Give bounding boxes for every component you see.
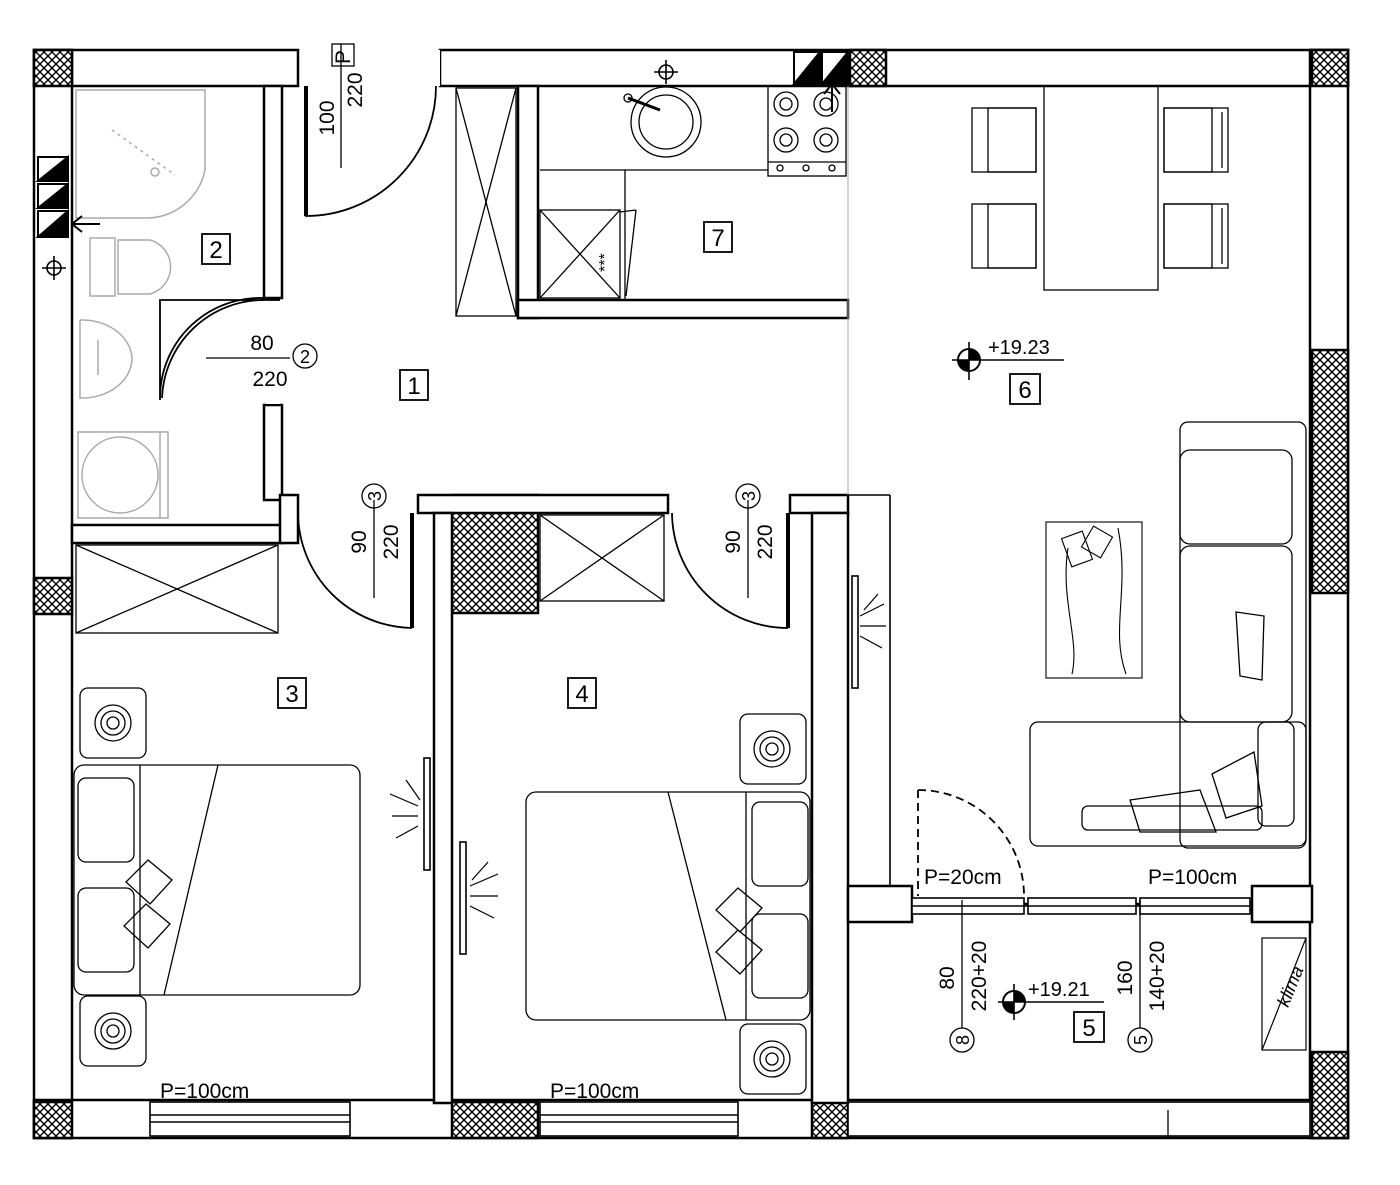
door-swings [159, 85, 1025, 897]
bed3-door-width: 90 [348, 530, 371, 553]
elevation-marker-icon [998, 984, 1104, 1020]
balcony-left-width: 80 [936, 966, 959, 989]
sofa [1029, 421, 1307, 849]
dining-set [971, 85, 1229, 291]
bath-door-width: 80 [250, 332, 273, 355]
entry-door-dimension: P 100 220 [316, 43, 367, 168]
balcony-dimension-lines [961, 900, 1169, 1138]
balcony-door-sill: P=20cm [924, 866, 1002, 889]
living-window-sill: P=100cm [1148, 866, 1237, 889]
bed-room-4 [525, 791, 811, 1021]
room-number-1: 1 [407, 373, 420, 400]
bath-door-height: 220 [252, 368, 287, 391]
door-openings [266, 299, 788, 511]
balcony-left-type: 8 [953, 1035, 973, 1045]
ventilation-shafts [35, 49, 849, 238]
room-number-5: 5 [1082, 1015, 1095, 1042]
bathroom-fixtures [75, 89, 206, 519]
klima-label: klima [1273, 963, 1307, 1009]
kitchen-arrow-icon [823, 82, 841, 112]
balcony-right-height: 140+20 [1146, 941, 1169, 1012]
room-number-7: 7 [711, 225, 724, 252]
room-number-2: 2 [209, 237, 222, 264]
interior-walls [70, 84, 1314, 1105]
elevation-marker-icon [952, 342, 1064, 380]
outlet-icon [42, 256, 66, 280]
balcony-left-window-dimension: 8 80 220+20 [936, 941, 991, 1053]
balcony-right-type: 5 [1131, 1035, 1151, 1045]
bed4-door-height: 220 [754, 524, 777, 559]
wardrobes [75, 87, 665, 634]
outlet-icon [654, 60, 678, 84]
bed4-window-sill: P=100cm [550, 1080, 639, 1103]
bath-door-type: 2 [300, 347, 310, 367]
room-number-6: 6 [1018, 377, 1031, 404]
kitchen-fixtures [539, 85, 847, 300]
sliding-panels [423, 494, 891, 955]
room-number-3: 3 [285, 681, 298, 708]
balcony-glazing [911, 897, 1251, 915]
bed3-door-height: 220 [380, 524, 403, 559]
bed4-door-width: 90 [722, 530, 745, 553]
bed4-door-dimension: 3 90 220 [722, 483, 777, 598]
living-level: +19.23 [988, 337, 1050, 359]
balcony-left-height: 220+20 [968, 941, 991, 1012]
bed4-door-type: 3 [739, 491, 759, 501]
bath-door-dimension: 80 220 2 [206, 332, 318, 391]
bed3-window-sill: P=100cm [160, 1080, 249, 1103]
nightstand-lamps-room-4 [739, 713, 807, 1095]
entry-door-tag: P [332, 50, 355, 64]
balcony-right-width: 160 [1114, 960, 1137, 995]
entry-door-width: 100 [316, 100, 339, 135]
room-number-4: 4 [575, 681, 588, 708]
balcony-right-window-dimension: 5 160 140+20 [1114, 941, 1169, 1053]
bed-room-3 [73, 764, 361, 996]
light-rays [389, 593, 886, 919]
fridge-mark: *** [597, 253, 614, 272]
ac-unit [1261, 937, 1307, 1051]
entry-door-height: 220 [344, 72, 367, 107]
coffee-table [1045, 521, 1143, 679]
window-openings [149, 50, 1311, 1137]
nightstand-lamps-room-3 [79, 687, 147, 1067]
bed3-door-dimension: 3 90 220 [348, 483, 403, 598]
structural-columns [32, 48, 1350, 1140]
bath-arrow-icon [70, 215, 100, 233]
balcony-level: +19.21 [1028, 979, 1090, 1001]
room-label-boxes [201, 221, 1105, 1043]
bed3-door-type: 3 [365, 491, 385, 501]
